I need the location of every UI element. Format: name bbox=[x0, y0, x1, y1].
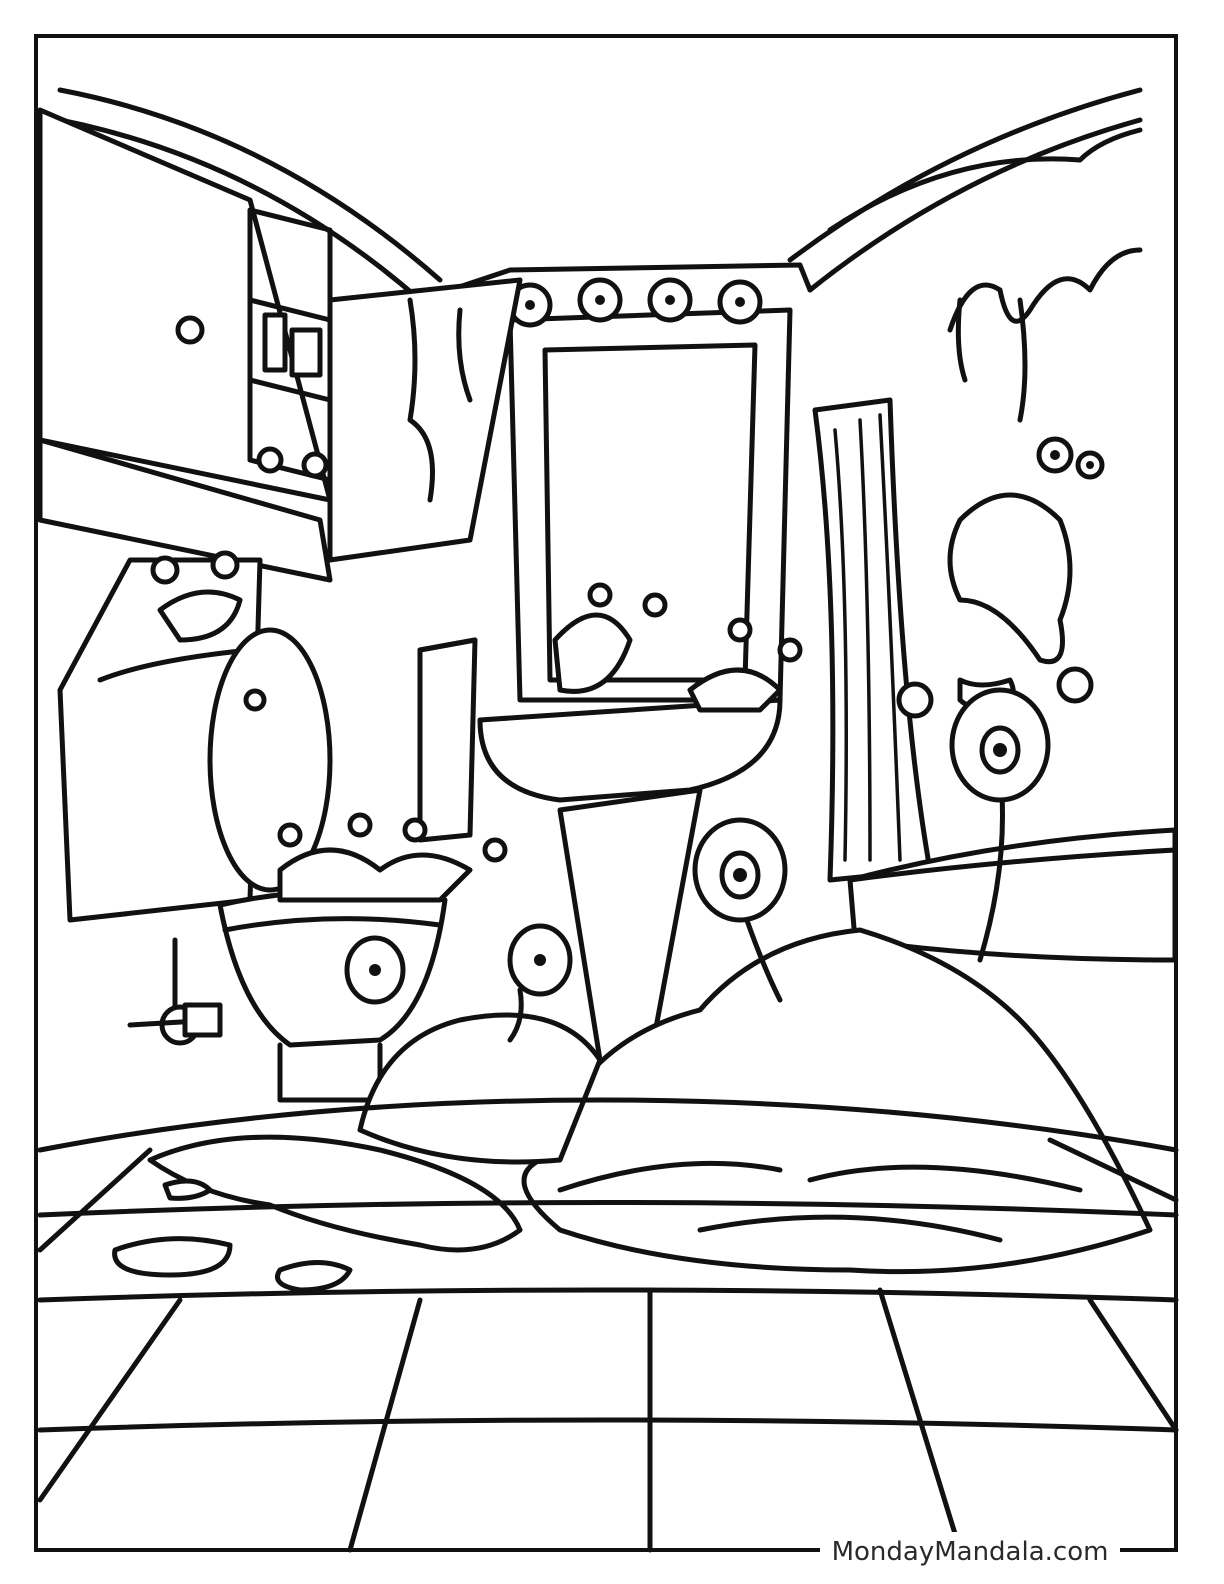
floor-slime bbox=[112, 923, 603, 1293]
toilet bbox=[57, 557, 448, 1103]
tiled-floor bbox=[37, 1097, 1179, 1553]
ceiling-slime bbox=[827, 127, 1143, 423]
shower-curtain bbox=[812, 397, 933, 883]
wall-slug bbox=[947, 436, 1105, 664]
bathtub bbox=[847, 827, 1178, 963]
slugs-group bbox=[150, 446, 803, 903]
sink bbox=[477, 697, 783, 1068]
towel bbox=[417, 637, 478, 843]
mirror bbox=[507, 277, 793, 703]
slime-monster bbox=[521, 687, 1153, 1275]
watermark-text: MondayMandala.com bbox=[820, 1532, 1120, 1572]
page-border bbox=[34, 34, 1178, 1552]
medicine-cabinet bbox=[37, 107, 523, 583]
